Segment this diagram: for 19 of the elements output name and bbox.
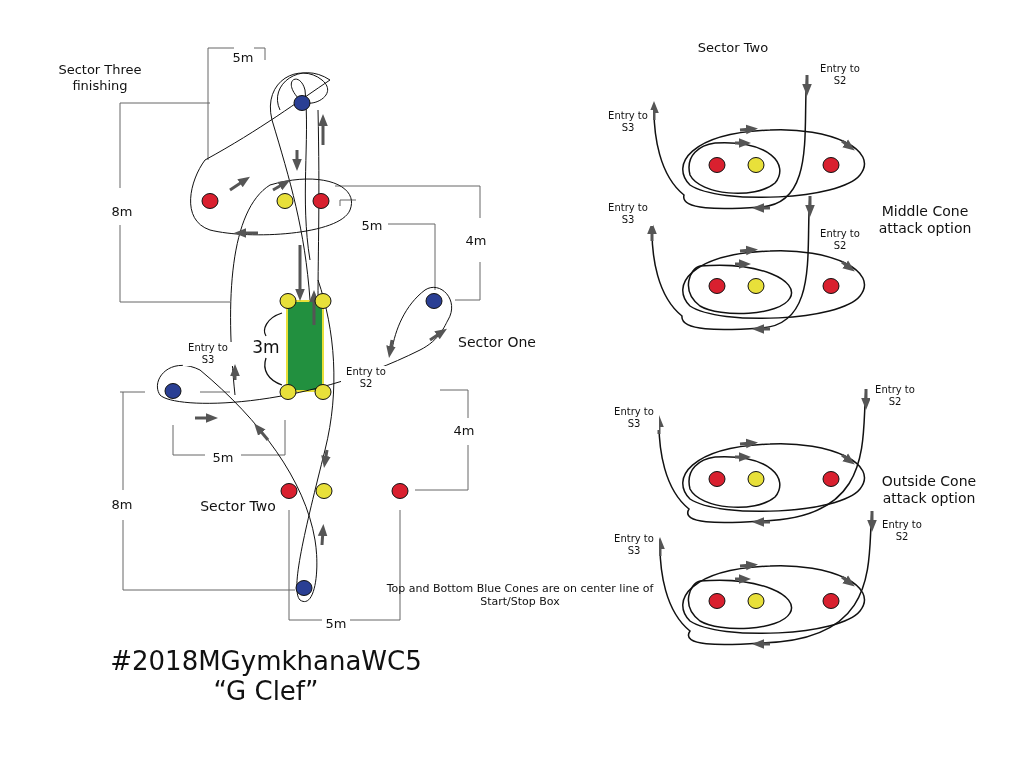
dimension-label: 5m bbox=[232, 50, 254, 66]
dimension-label: 3m bbox=[252, 336, 280, 358]
sector-label: Entry to S3 bbox=[183, 342, 233, 366]
dimension-label: 5m bbox=[325, 616, 347, 632]
sector-label: Outside Cone attack option bbox=[880, 473, 978, 507]
dimension-label: 8m bbox=[111, 497, 133, 513]
dimension-label: 5m bbox=[212, 450, 234, 466]
sector-label: Sector Three finishing bbox=[57, 62, 143, 94]
dimension-label: 5m bbox=[361, 218, 383, 234]
sector-label: Middle Cone attack option bbox=[877, 203, 973, 237]
dimension-label: 4m bbox=[465, 233, 487, 249]
dimension-label: 4m bbox=[453, 423, 475, 439]
sector-label: Sector One bbox=[458, 333, 536, 351]
title: #2018MGymkhanaWC5 bbox=[110, 646, 422, 678]
sector-label: Sector Two bbox=[200, 497, 276, 515]
dimension-label: 8m bbox=[111, 204, 133, 220]
sector-label: Sector Two bbox=[697, 40, 769, 56]
subtitle: “G Clef” bbox=[213, 676, 319, 708]
note-text: Top and Bottom Blue Cones are on center line of Start/Stop Box bbox=[385, 581, 655, 609]
